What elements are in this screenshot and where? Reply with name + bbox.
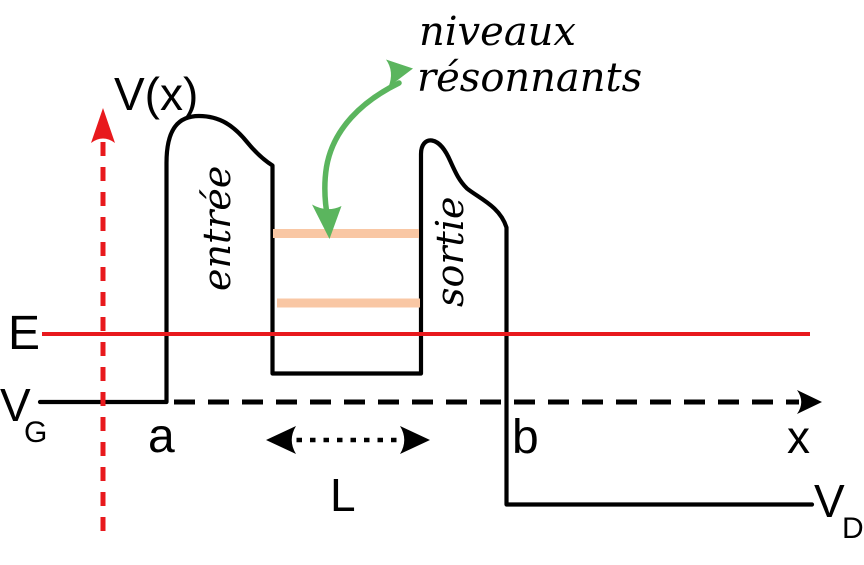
potential-curve	[37, 113, 815, 507]
point-a-label: a	[148, 410, 175, 463]
x-axis-label: x	[787, 411, 810, 463]
annotation-line-1: niveaux	[419, 9, 576, 55]
point-b-label: b	[512, 411, 539, 464]
annotation-arrowhead-down-icon	[312, 204, 342, 239]
annotation-arrowhead-up-icon	[386, 59, 413, 87]
well-width-label: L	[330, 469, 356, 521]
drain-voltage-subscript: D	[842, 512, 864, 545]
annotation-line-2: résonnants	[417, 55, 642, 101]
well-width-arrowhead-right-icon	[400, 426, 430, 454]
gate-voltage-subscript: G	[24, 416, 47, 449]
energy-label: E	[8, 307, 40, 360]
gate-voltage-label: V	[0, 379, 31, 431]
v-axis-arrowhead-icon	[91, 108, 115, 143]
x-axis-arrowhead-icon	[797, 390, 822, 414]
drain-voltage-label: V	[814, 475, 845, 527]
entrance-barrier-label: entrée	[195, 166, 239, 291]
well-width-arrowhead-left-icon	[266, 426, 296, 454]
exit-barrier-label: sortie	[428, 197, 472, 307]
annotation-arrow-shaft	[322, 80, 402, 223]
v-axis-label: V(x)	[114, 68, 198, 120]
